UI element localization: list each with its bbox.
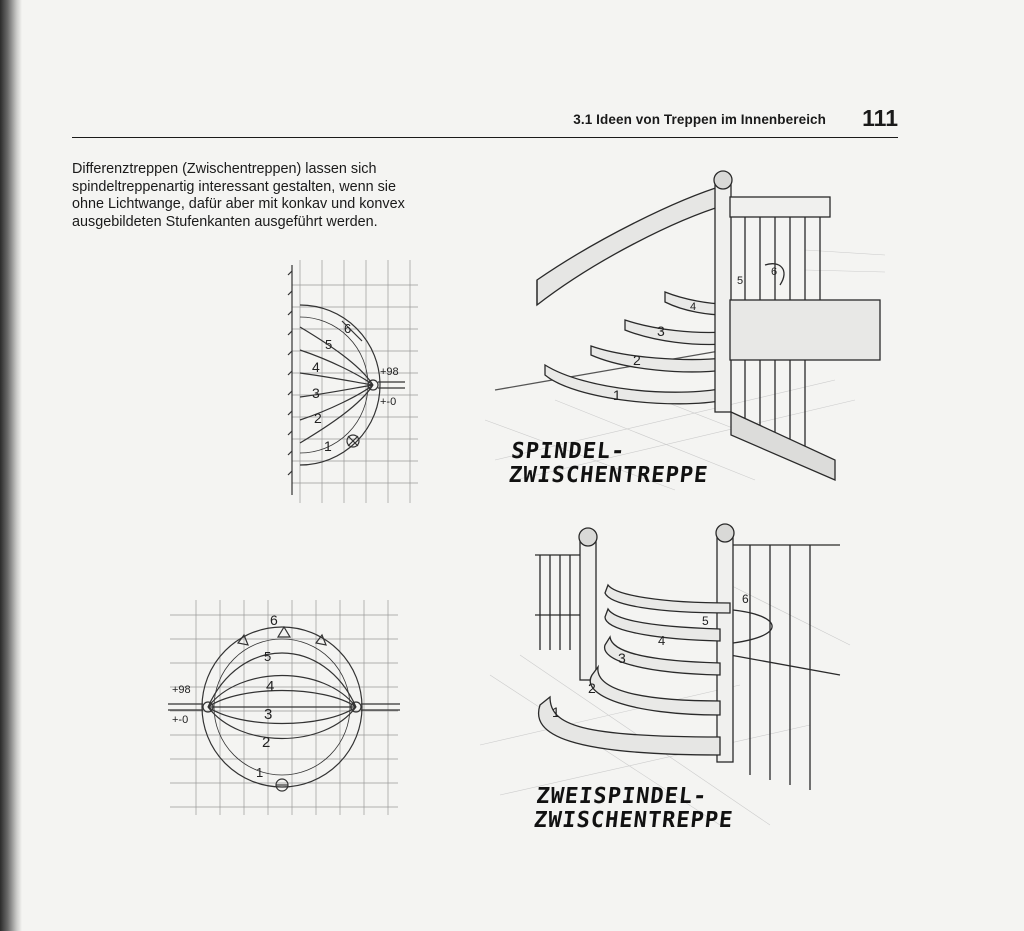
- half-plan-step-6: 6: [344, 321, 351, 336]
- half-plan-step-2: 2: [314, 410, 322, 426]
- full-plan-level-top: +98: [172, 684, 191, 696]
- spindle-sketch-step-4: 4: [690, 301, 696, 313]
- half-plan-level-top: +98: [380, 366, 399, 378]
- full-plan-step-5: 5: [264, 649, 271, 664]
- spindle-caption: SPINDEL- ZWISCHENTREPPE: [507, 439, 711, 488]
- half-plan-level-bottom: +-0: [380, 396, 396, 408]
- half-plan-step-4: 4: [312, 359, 320, 375]
- twin-sketch-step-2: 2: [588, 680, 596, 696]
- spindle-sketch-step-5: 5: [737, 275, 743, 287]
- spindle-caption-line-1: SPINDEL-: [510, 439, 627, 464]
- section-title: 3.1 Ideen von Treppen im Innenbereich: [573, 112, 826, 127]
- header-rule: [72, 136, 898, 138]
- full-plan-level-bottom: +-0: [172, 714, 188, 726]
- page-number: 111: [862, 105, 898, 131]
- half-plan-step-5: 5: [325, 337, 332, 352]
- spindle-caption-line-2: ZWISCHENTREPPE: [507, 463, 710, 488]
- spindle-stair-sketch: 1 2 3 4 5 6: [484, 170, 886, 491]
- full-plan-step-1: 1: [256, 765, 263, 780]
- full-plan-step-6: 6: [270, 612, 278, 628]
- twin-spindle-caption: ZWEISPINDEL- ZWISCHENTREPPE: [532, 784, 736, 833]
- spindle-sketch-step-1: 1: [613, 387, 621, 403]
- twin-sketch-step-1: 1: [552, 704, 560, 720]
- book-gutter-shadow: [0, 0, 22, 931]
- half-plan-step-1: 1: [324, 438, 332, 454]
- twin-caption-line-1: ZWEISPINDEL-: [535, 784, 709, 809]
- twin-sketch-step-3: 3: [618, 650, 626, 666]
- spindle-sketch-step-6: 6: [771, 266, 777, 278]
- intro-paragraph: Differenztreppen (Zwischentreppen) lasse…: [72, 161, 405, 230]
- spindle-sketch-step-2: 2: [633, 352, 641, 368]
- twin-caption-line-2: ZWISCHENTREPPE: [532, 808, 735, 833]
- running-header: 3.1 Ideen von Treppen im Innenbereich 11…: [72, 104, 898, 138]
- spindle-sketch-step-3: 3: [657, 323, 665, 339]
- full-plan-step-2: 2: [262, 734, 270, 751]
- half-plan-step-3: 3: [312, 385, 320, 401]
- twin-sketch-step-6: 6: [742, 592, 749, 606]
- twin-sketch-step-5: 5: [702, 614, 709, 628]
- full-plan-step-4: 4: [266, 678, 274, 695]
- twin-spindle-plan-drawing: 1 2 3 4 5 6 +98 +-0: [168, 600, 400, 815]
- twin-sketch-step-4: 4: [658, 633, 665, 648]
- full-plan-step-3: 3: [264, 706, 272, 723]
- twin-spindle-stair-sketch: 1 2 3 4 5 6: [479, 523, 851, 826]
- half-spindle-plan-drawing: 1 2 3 4 5 6 +98 +-0: [287, 260, 418, 503]
